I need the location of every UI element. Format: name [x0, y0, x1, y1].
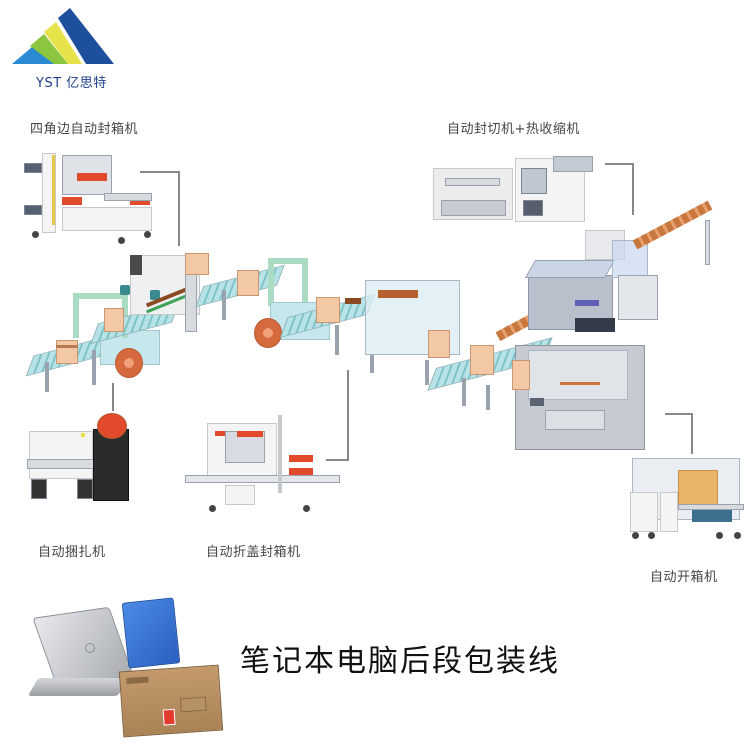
sealer-shrink-image	[433, 150, 608, 230]
connector-line-erector	[665, 413, 693, 454]
company-logo: YST 亿思特	[8, 6, 118, 91]
strapping-machine-image	[25, 413, 135, 513]
page-title: 笔记本电脑后段包装线	[240, 644, 560, 679]
label-corner-case-sealer: 四角边自动封箱机	[30, 122, 139, 137]
case-erector-image	[630, 452, 748, 540]
label-case-erector: 自动开箱机	[650, 570, 718, 585]
fold-sealer-image	[185, 413, 345, 513]
ssd-icon	[121, 597, 181, 669]
label-sealer-shrink: 自动封切机+热收缩机	[447, 122, 580, 137]
connector-line-shrink	[605, 163, 634, 215]
label-fold-sealer: 自动折盖封箱机	[206, 545, 301, 560]
connector-line-corner-sealer	[140, 171, 180, 246]
logo-text: YST 亿思特	[36, 76, 107, 91]
products-image	[25, 597, 225, 738]
carton-box-icon	[118, 664, 224, 738]
corner-case-sealer-image	[22, 145, 152, 245]
connector-line-strapping	[112, 383, 114, 411]
logo-mark-icon	[12, 8, 114, 64]
connector-line-fold-sealer	[326, 370, 349, 461]
label-strapping-machine: 自动捆扎机	[38, 545, 106, 560]
